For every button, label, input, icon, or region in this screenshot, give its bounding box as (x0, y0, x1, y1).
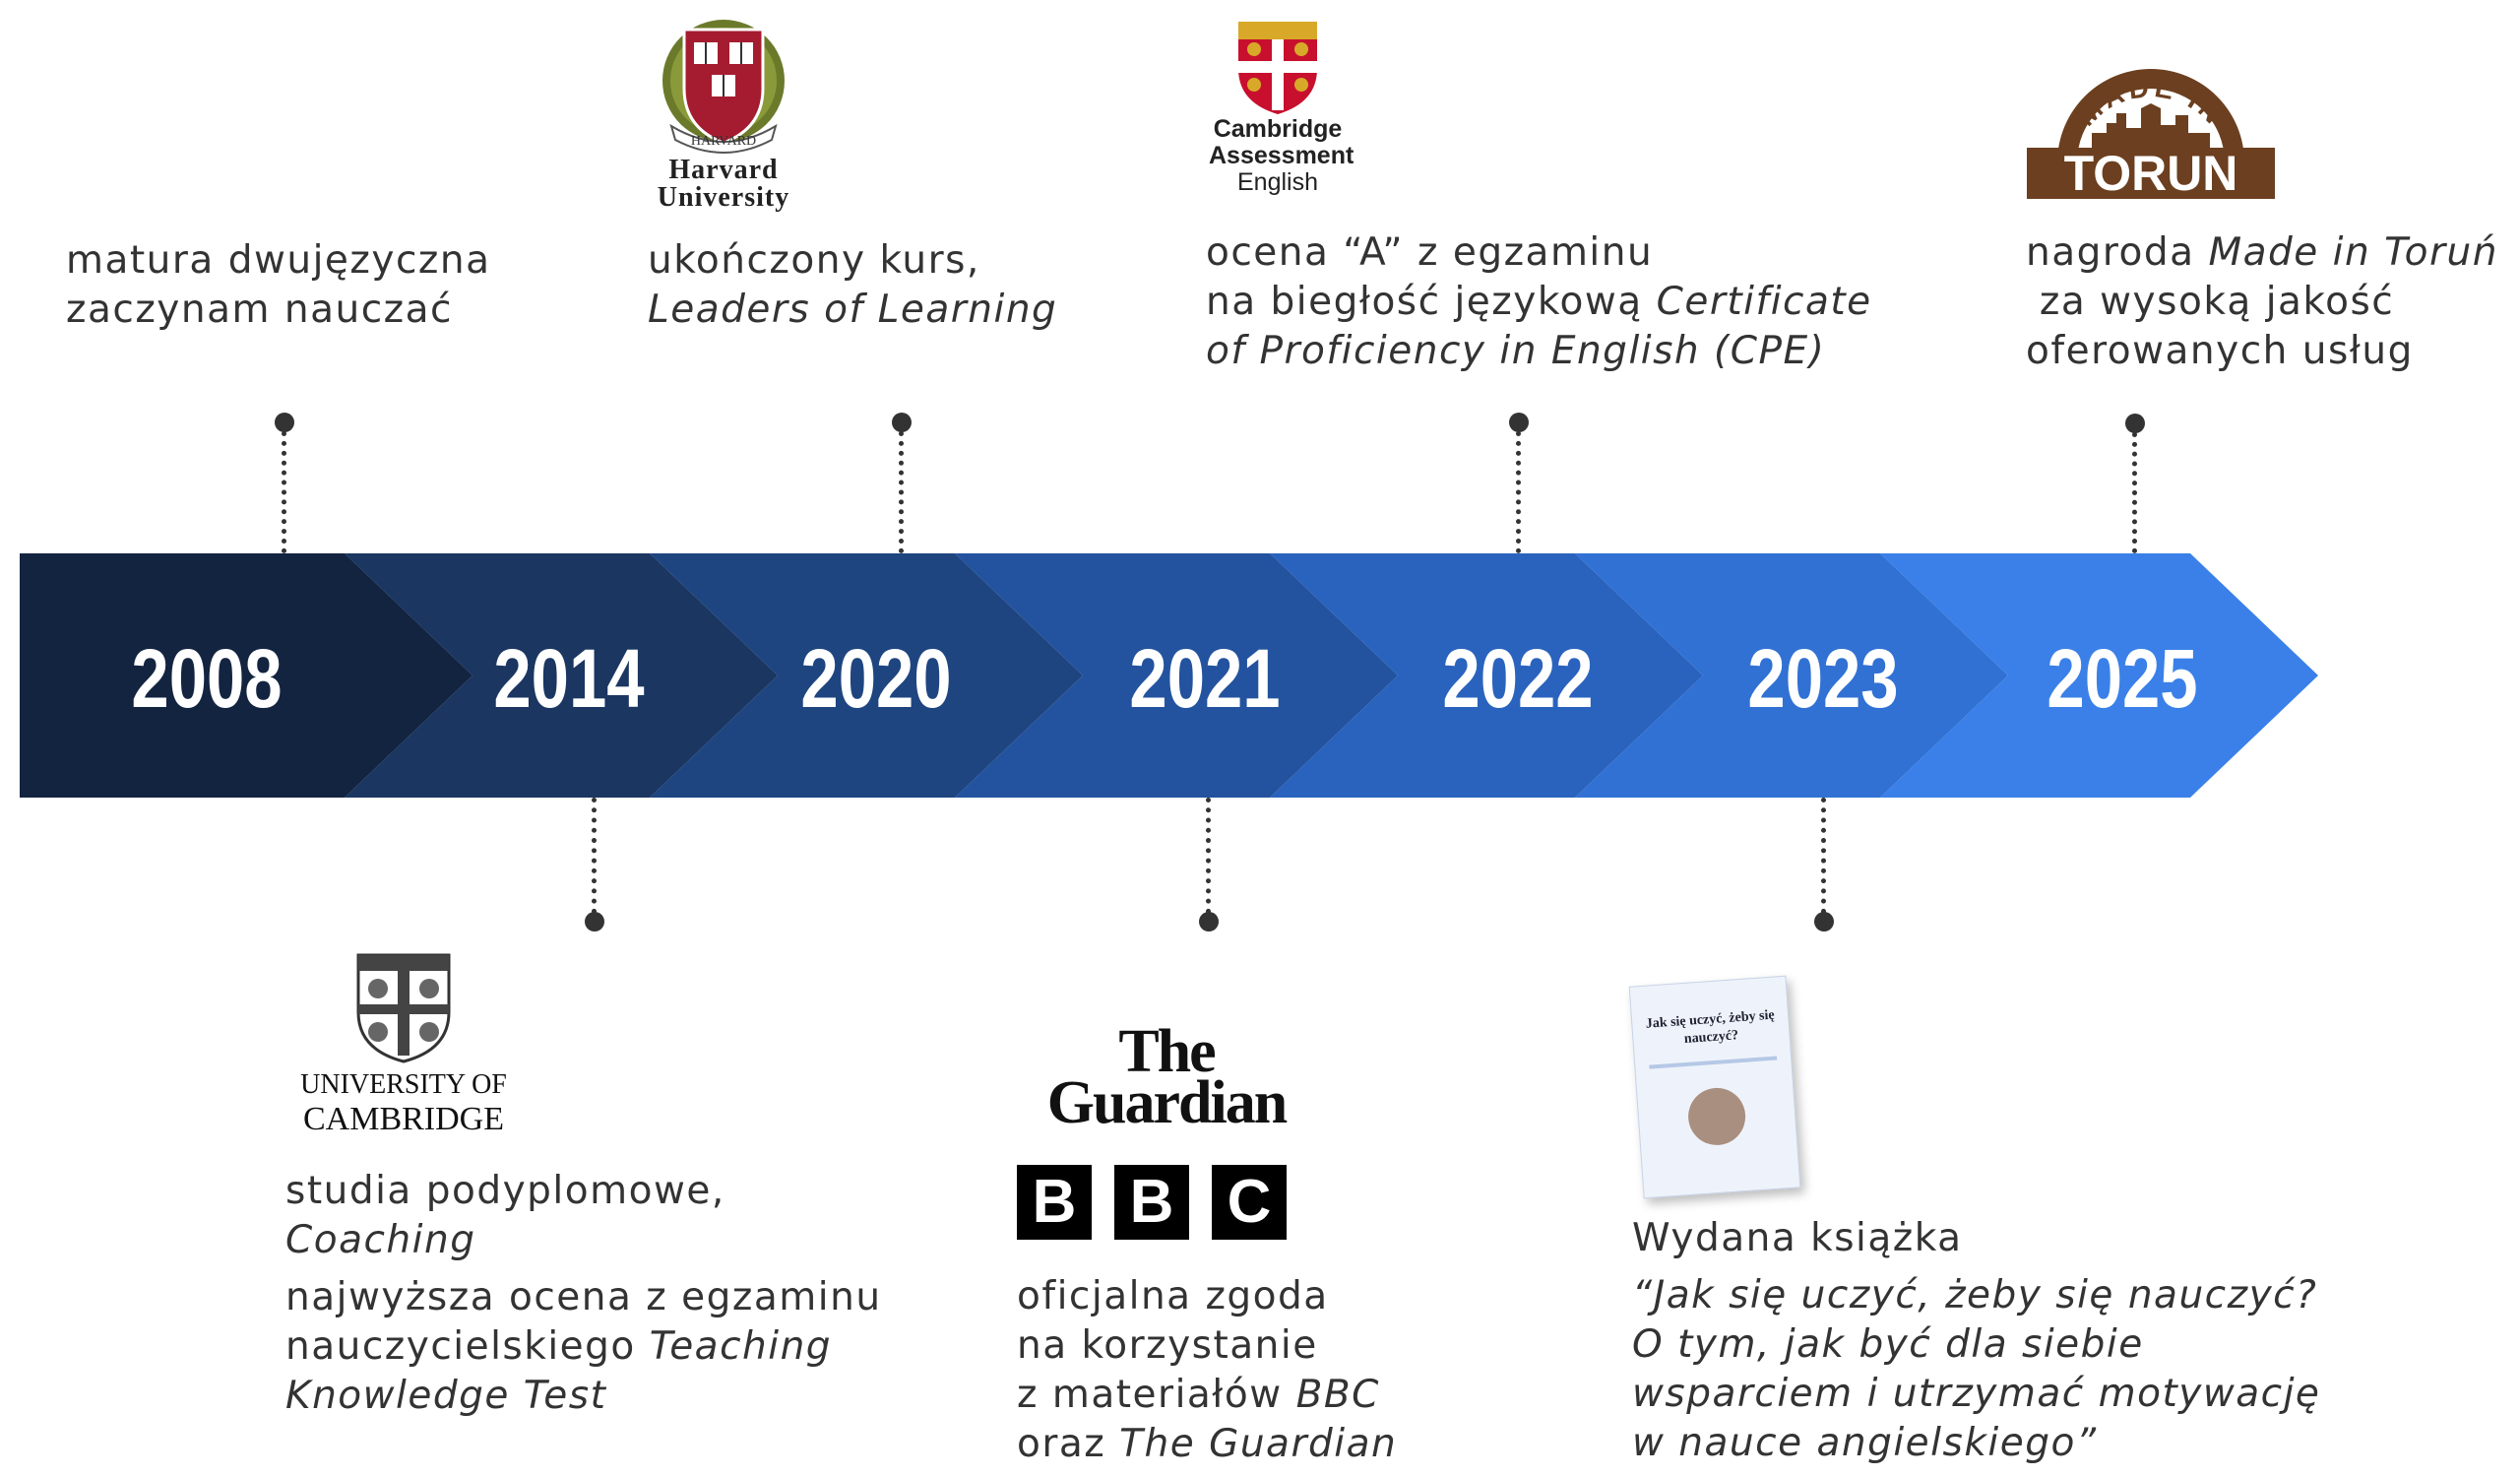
connector-dot-2014 (585, 912, 604, 931)
cambridge-assessment-line2: Assessment (1209, 142, 1354, 169)
event-2014-text: studia podyplomowe, Coaching najwyższa o… (285, 1167, 882, 1421)
event-2023-line4: wsparciem i utrzymać motywację (1632, 1372, 2321, 1416)
event-2021-line4: oraz The Guardian (1017, 1422, 1398, 1466)
year-2025: 2025 (2047, 633, 2197, 726)
guardian-logo-line1: The (1118, 1018, 1216, 1085)
made-in-torun-badge-icon: MADE IN TORUN (2017, 69, 2285, 201)
event-2023-line2: “Jak się uczyć, żeby się nauczyć? (1632, 1273, 2318, 1317)
event-2008-line1: matura dwujęzyczna (66, 238, 491, 283)
timeline-segment-2025 (1880, 553, 2318, 798)
event-2023-line5: w nauce angielskiego” (1632, 1421, 2098, 1465)
event-2025-line1: nagroda Made in Toruń (2026, 230, 2498, 275)
year-2023: 2023 (1747, 633, 1898, 726)
event-2025-text: nagroda Made in Toruń za wysoką jakość o… (2026, 228, 2498, 376)
made-in-torun-logo: MADE IN TORUN (2017, 54, 2285, 202)
event-2025-line2: za wysoką jakość (2026, 280, 2395, 324)
event-2022-line1: ocena “A” z egzaminu (1206, 230, 1654, 275)
event-2014-line1: studia podyplomowe, (285, 1169, 725, 1213)
bbc-logo-block-3: C (1212, 1165, 1287, 1240)
event-2014-line4: nauczycielskiego Teaching (285, 1324, 833, 1369)
svg-text:HARVARD: HARVARD (691, 134, 756, 149)
event-2014-line3: najwyższa ocena z egzaminu (285, 1275, 882, 1319)
cambridge-assessment-line1: Cambridge (1213, 115, 1343, 143)
cambridge-crest-icon (356, 953, 451, 1063)
event-2014-line2: Coaching (285, 1218, 476, 1262)
connector-line-2020 (899, 431, 904, 553)
event-2023-line3: O tym, jak być dla siebie (1632, 1322, 2144, 1367)
timeline-segment-2021 (955, 553, 1398, 798)
harvard-logo: HARVARD Harvard University (650, 10, 797, 213)
event-2021-line3: z materiałów BBC (1017, 1373, 1380, 1417)
connector-line-2021 (1206, 798, 1211, 914)
year-2022: 2022 (1442, 633, 1593, 726)
book-cover-title: Jak się uczyć, żeby się nauczyć? (1645, 1007, 1776, 1048)
connector-dot-2021 (1199, 912, 1219, 931)
cambridge-shield-icon (1238, 22, 1317, 114)
year-2008: 2008 (131, 633, 282, 726)
event-2022-line2: na biegłość językową Certificate (1206, 280, 1872, 324)
guardian-logo-line2: Guardian (1046, 1069, 1288, 1136)
event-2008-line2: zaczynam nauczać (66, 288, 453, 332)
event-2025-line3: oferowanych usług (2026, 329, 2414, 373)
event-2023-line1: Wydana książka (1632, 1216, 1963, 1260)
connector-dot-2025 (2125, 414, 2145, 433)
year-2020: 2020 (800, 633, 951, 726)
event-2021-text: oficjalna zgoda na korzystanie z materia… (1017, 1272, 1397, 1469)
connector-line-2008 (282, 431, 286, 553)
timeline-segment-2022 (1270, 553, 1703, 798)
harvard-logo-line1: Harvard (668, 155, 779, 185)
event-2020-line2: Leaders of Learning (648, 288, 1058, 332)
guardian-logo: The Guardian (1014, 1018, 1319, 1136)
event-2008-text: matura dwujęzyczna zaczynam nauczać (66, 236, 491, 335)
cambridge-assessment-line3: English (1237, 168, 1318, 196)
event-2014-line5: Knowledge Test (285, 1374, 607, 1418)
event-2023-text: Wydana książka “Jak się uczyć, żeby się … (1632, 1214, 2320, 1468)
event-2021-line2: na korzystanie (1017, 1323, 1318, 1368)
event-2020-line1: ukończony kurs, (648, 238, 980, 283)
book-cover: Jak się uczyć, żeby się nauczyć? (1628, 975, 1801, 1199)
timeline-segment-2020 (650, 553, 1083, 798)
connector-dot-2023 (1814, 912, 1834, 931)
connector-line-2025 (2132, 432, 2137, 553)
harvard-logo-line2: University (657, 182, 790, 213)
university-of-cambridge-logo: UNIVERSITY OF CAMBRIDGE (285, 953, 522, 1150)
bbc-logo: B B C (1017, 1165, 1288, 1240)
university-of-cambridge-line2: CAMBRIDGE (302, 1101, 505, 1137)
harvard-crest-icon: HARVARD (662, 20, 785, 154)
year-2021: 2021 (1129, 633, 1280, 726)
svg-text:TORUN: TORUN (2064, 146, 2238, 201)
university-of-cambridge-line1: UNIVERSITY OF (300, 1069, 507, 1100)
timeline-segment-2014 (345, 553, 778, 798)
book-cover-decoration (1649, 1056, 1778, 1069)
connector-line-2023 (1821, 798, 1826, 914)
timeline-segment-2008 (20, 553, 472, 798)
event-2022-text: ocena “A” z egzaminu na biegłość językow… (1206, 228, 1872, 376)
connector-dot-2022 (1509, 413, 1529, 432)
bbc-logo-block-1: B (1017, 1165, 1092, 1240)
connector-line-2022 (1516, 431, 1521, 553)
cambridge-assessment-logo: Cambridge Assessment English (1209, 18, 1354, 205)
connector-dot-2008 (275, 413, 294, 432)
bbc-logo-block-2: B (1114, 1165, 1189, 1240)
timeline-segment-2023 (1575, 553, 2008, 798)
event-2020-text: ukończony kurs, Leaders of Learning (648, 236, 1057, 335)
event-2022-line3: of Proficiency in English (CPE) (1206, 329, 1826, 373)
event-2021-line1: oficjalna zgoda (1017, 1274, 1329, 1318)
connector-line-2014 (592, 798, 597, 914)
book-cover-photo (1686, 1085, 1748, 1147)
year-2014: 2014 (493, 633, 644, 726)
connector-dot-2020 (892, 413, 912, 432)
